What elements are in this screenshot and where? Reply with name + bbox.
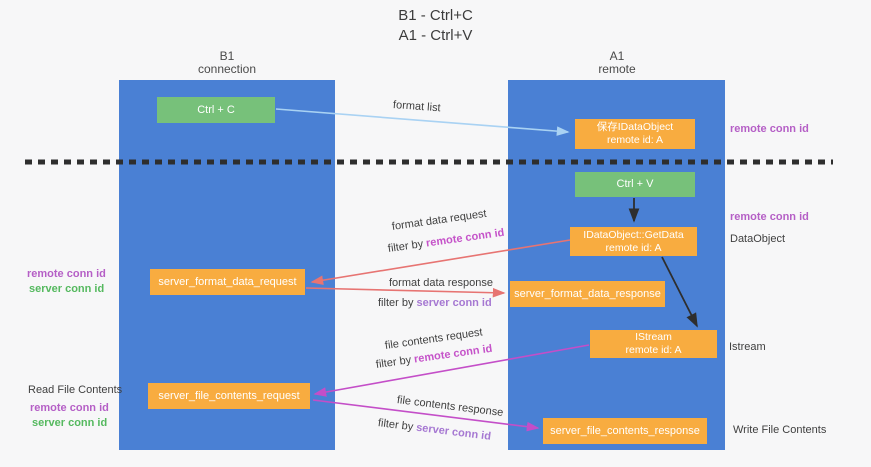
save-dataobject-line1: 保存IDataObject bbox=[596, 121, 674, 133]
title-line-2: A1 - Ctrl+V bbox=[398, 27, 473, 44]
remote-conn-id-annotation: remote conn id bbox=[30, 402, 109, 414]
file-contents-response-filter-label: filter by server conn id bbox=[377, 417, 491, 443]
read-file-contents-annotation: Read File Contents bbox=[28, 384, 123, 396]
istream-line2: remote id: A bbox=[625, 344, 682, 356]
ctrl-c-label: Ctrl + C bbox=[197, 103, 235, 116]
server-conn-id-key: server conn id bbox=[416, 297, 492, 309]
lane-right-role: remote bbox=[598, 62, 636, 76]
server-file-contents-response-box: server_file_contents_response bbox=[543, 418, 707, 444]
filter-by-text: filter by bbox=[387, 237, 427, 255]
server-conn-id-key: server conn id bbox=[415, 421, 492, 443]
server-file-contents-response-label: server_file_contents_response bbox=[550, 424, 700, 437]
remote-conn-id-annotation: remote conn id bbox=[730, 123, 809, 135]
title-line-1: B1 - Ctrl+C bbox=[398, 7, 473, 24]
server-format-data-request-label: server_format_data_request bbox=[158, 275, 297, 288]
ctrl-v-box: Ctrl + V bbox=[575, 172, 695, 197]
server-conn-id-annotation: server conn id bbox=[29, 283, 105, 295]
lane-left-role: connection bbox=[197, 62, 257, 76]
format-data-request-label: format data request bbox=[391, 207, 488, 233]
remote-conn-id-key: remote conn id bbox=[425, 226, 506, 250]
write-file-contents-annotation: Write File Contents bbox=[733, 424, 827, 436]
diagram-title: B1 - Ctrl+C A1 - Ctrl+V bbox=[0, 6, 871, 46]
lane-left-name: B1 bbox=[219, 49, 235, 63]
lane-right-name: A1 bbox=[609, 49, 625, 63]
save-dataobject-box: 保存IDataObject remote id: A bbox=[575, 119, 695, 149]
filter-by-text: filter by bbox=[377, 417, 417, 434]
lane-header-a1: A1 remote bbox=[567, 50, 667, 76]
save-dataobject-line2: remote id: A bbox=[606, 134, 664, 146]
filter-by-text: filter by bbox=[375, 353, 415, 371]
getdata-line1: IDataObject::GetData bbox=[583, 228, 684, 241]
server-file-contents-request-box: server_file_contents_request bbox=[148, 383, 310, 409]
server-conn-id-annotation: server conn id bbox=[32, 417, 108, 429]
format-data-response-filter-label: filter by server conn id bbox=[378, 297, 492, 309]
dataobject-annotation: DataObject bbox=[730, 233, 786, 245]
ctrl-v-label: Ctrl + V bbox=[616, 178, 654, 190]
server-format-data-request-box: server_format_data_request bbox=[150, 269, 305, 295]
getdata-box: IDataObject::GetData remote id: A bbox=[570, 227, 697, 256]
istream-box: IStream remote id: A bbox=[590, 330, 717, 358]
format-list-label: format list bbox=[392, 99, 441, 115]
server-file-contents-request-label: server_file_contents_request bbox=[158, 389, 300, 402]
remote-conn-id-annotation: remote conn id bbox=[730, 211, 809, 223]
getdata-line2: remote id: A bbox=[605, 241, 662, 254]
server-format-data-response-box: server_format_data_response bbox=[510, 281, 665, 307]
format-data-response-label: format data response bbox=[389, 277, 493, 289]
istream-line1: IStream bbox=[635, 331, 672, 343]
server-format-data-response-label: server_format_data_response bbox=[514, 287, 661, 300]
istream-annotation: Istream bbox=[729, 341, 766, 353]
lane-header-b1: B1 connection bbox=[177, 50, 277, 76]
ctrl-c-box: Ctrl + C bbox=[157, 97, 275, 123]
file-contents-response-label: file contents response bbox=[396, 394, 504, 419]
remote-conn-id-annotation: remote conn id bbox=[27, 268, 106, 280]
filter-by-text: filter by bbox=[378, 297, 417, 309]
